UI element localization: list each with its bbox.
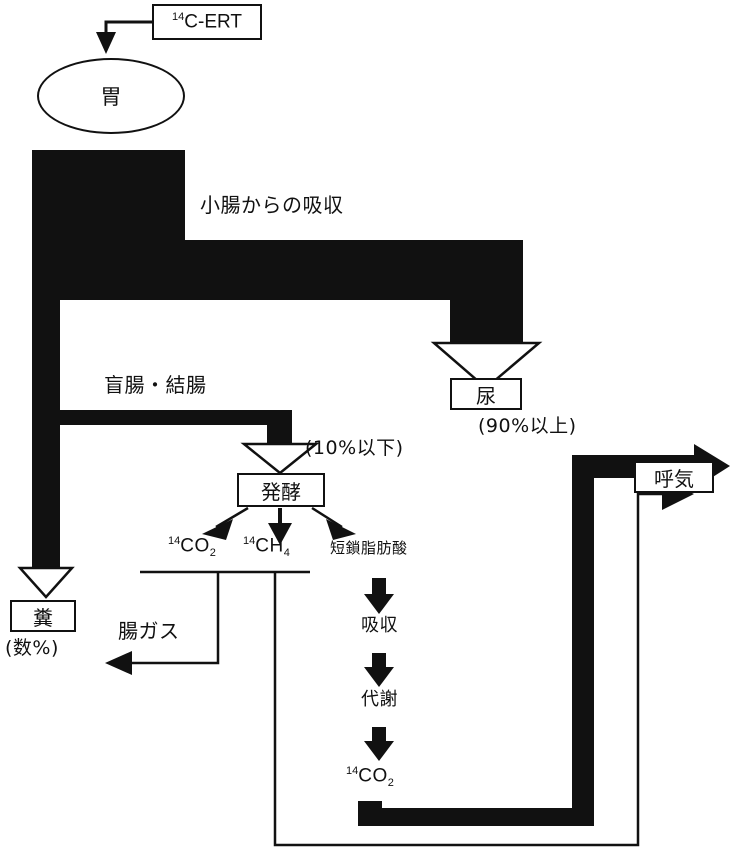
- node-tracer-box[interactable]: 14C-ERT: [152, 4, 262, 40]
- feces-label: 糞: [33, 605, 53, 630]
- stomach-label: 胃: [100, 85, 122, 109]
- co2-metabolic-base: CO: [358, 765, 388, 787]
- edge-fermentation-to-ch4: [268, 508, 292, 545]
- arrowhead-to-feces: [17, 566, 75, 599]
- node-breath-box[interactable]: 呼気: [634, 461, 714, 493]
- node-feces-box[interactable]: 糞: [10, 600, 76, 632]
- gas-collector-line: [105, 478, 694, 847]
- edge-tracer-to-stomach: [96, 20, 152, 54]
- fermentation-label: 発酵: [261, 479, 301, 504]
- node-urine-box[interactable]: 尿: [450, 378, 522, 410]
- edge-metabolism-to-co2: [364, 727, 394, 761]
- label-co2-metabolic: 14CO2: [346, 766, 394, 789]
- label-short-chain-fatty-acid: 短鎖脂肪酸: [330, 539, 408, 557]
- co2-gas-isotope: 14: [168, 535, 181, 547]
- co2-metabolic-isotope: 14: [346, 765, 359, 777]
- ch4-sub: 4: [283, 547, 290, 560]
- node-stomach-ellipse[interactable]: 胃: [37, 58, 185, 134]
- label-metabolism: 代謝: [361, 689, 398, 710]
- tracer-label: 14C-ERT: [172, 11, 242, 33]
- co2-metabolic-sub: 2: [387, 777, 394, 790]
- label-co2-gas: 14CO2: [168, 536, 216, 559]
- tracer-name: C-ERT: [184, 11, 242, 33]
- label-small-intestine-absorption: 小腸からの吸収: [200, 193, 344, 217]
- label-intestinal-gas: 腸ガス: [118, 619, 180, 643]
- label-absorption: 吸収: [361, 615, 398, 636]
- ch4-base: CH: [255, 535, 284, 557]
- node-fermentation-box[interactable]: 発酵: [237, 473, 325, 507]
- label-urine-percentage: (90%以上): [478, 415, 577, 437]
- tracer-isotope: 14: [172, 10, 185, 23]
- label-cecum-colon: 盲腸・結腸: [104, 373, 207, 397]
- edge-to-urine: [430, 300, 543, 390]
- edge-cecum-colon: [32, 410, 292, 568]
- label-feces-percentage: (数%): [5, 637, 59, 659]
- co2-gas-sub: 2: [209, 547, 216, 560]
- breath-label: 呼気: [654, 466, 694, 491]
- edge-absorption-to-metabolism: [364, 653, 394, 687]
- edge-stomach-to-small-intestine: [32, 150, 523, 425]
- edge-fermentation-to-co2: [202, 506, 249, 540]
- edge-scfa-to-absorption: [364, 578, 394, 614]
- arrowhead-to-fermentation: [240, 442, 320, 475]
- urine-label: 尿: [476, 383, 496, 408]
- edge-fermentation-to-scfa: [311, 506, 356, 540]
- label-ch4-gas: 14CH4: [243, 536, 290, 559]
- co2-gas-base: CO: [180, 535, 210, 557]
- label-fermentation-percentage: (10%以下): [305, 437, 404, 459]
- ch4-isotope: 14: [243, 535, 256, 547]
